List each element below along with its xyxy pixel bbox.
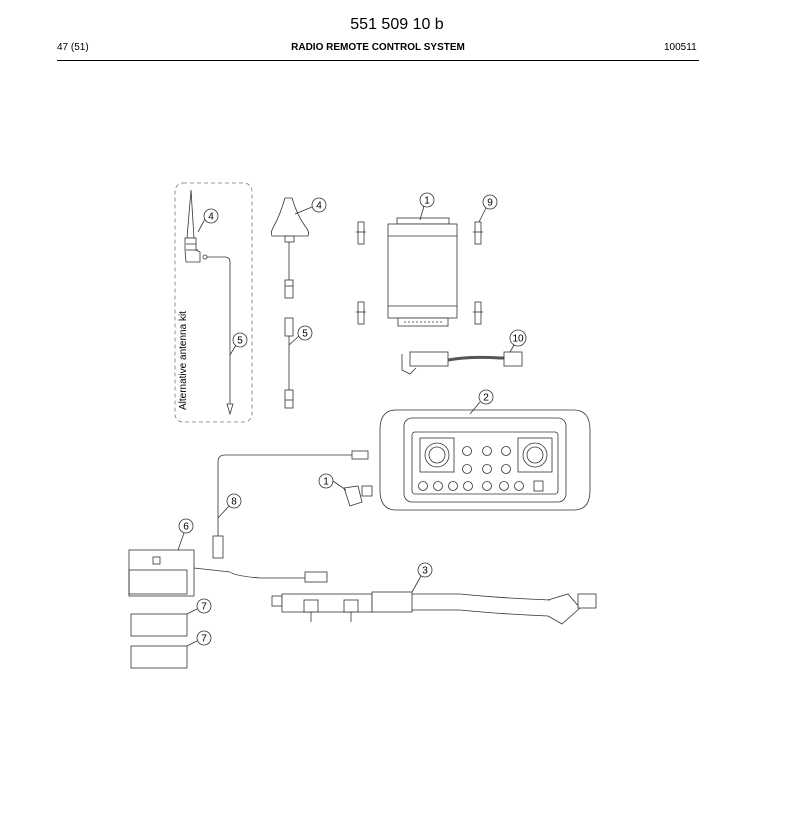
- antenna-extension-cable: [284, 317, 294, 409]
- callout-5-kit: 5: [237, 336, 243, 347]
- mounting-brackets: [356, 221, 483, 325]
- callout-10: 10: [512, 334, 524, 345]
- callout-5-extension: 5: [302, 329, 308, 340]
- callout-3: 3: [422, 566, 428, 577]
- callout-9: 9: [487, 198, 493, 209]
- cable-harness: [271, 591, 597, 625]
- callouts: 4 4 5 5 1 9 10 2 1 8: [177, 192, 527, 647]
- callout-6: 6: [183, 522, 189, 533]
- document-number: 551 509 10 b: [350, 16, 444, 33]
- right-joystick: [517, 437, 553, 473]
- callout-4-kit: 4: [208, 212, 214, 223]
- callout-4-dome: 4: [316, 201, 322, 212]
- receiver-cable: [401, 351, 523, 375]
- callout-7-top: 7: [201, 602, 207, 613]
- battery-two: [130, 645, 188, 669]
- document-date: 100511: [664, 42, 697, 53]
- battery-one: [130, 613, 188, 637]
- antenna-connector: [343, 485, 373, 507]
- charger-box: [128, 549, 328, 597]
- callout-8: 8: [231, 497, 237, 508]
- callout-1-connector: 1: [323, 477, 329, 488]
- panel-cable: [212, 450, 369, 559]
- callout-1-receiver: 1: [424, 196, 430, 207]
- panel-buttons: [418, 446, 544, 492]
- callout-7-bottom: 7: [201, 634, 207, 645]
- callout-2: 2: [483, 393, 489, 404]
- page-number: 47 (51): [57, 42, 89, 53]
- kit-dashed-border: [174, 182, 253, 423]
- whip-antenna: [184, 189, 201, 263]
- header-rule: [57, 60, 699, 61]
- left-joystick: [419, 437, 455, 473]
- control-panel: [379, 409, 591, 511]
- receiver-unit: [387, 217, 458, 327]
- document-title: RADIO REMOTE CONTROL SYSTEM: [291, 42, 465, 53]
- dome-antenna: [270, 197, 309, 299]
- alternative-antenna-kit: Alternative antenna kit: [174, 182, 253, 423]
- kit-label: Alternative antenna kit: [178, 311, 189, 410]
- kit-cable: [202, 254, 234, 416]
